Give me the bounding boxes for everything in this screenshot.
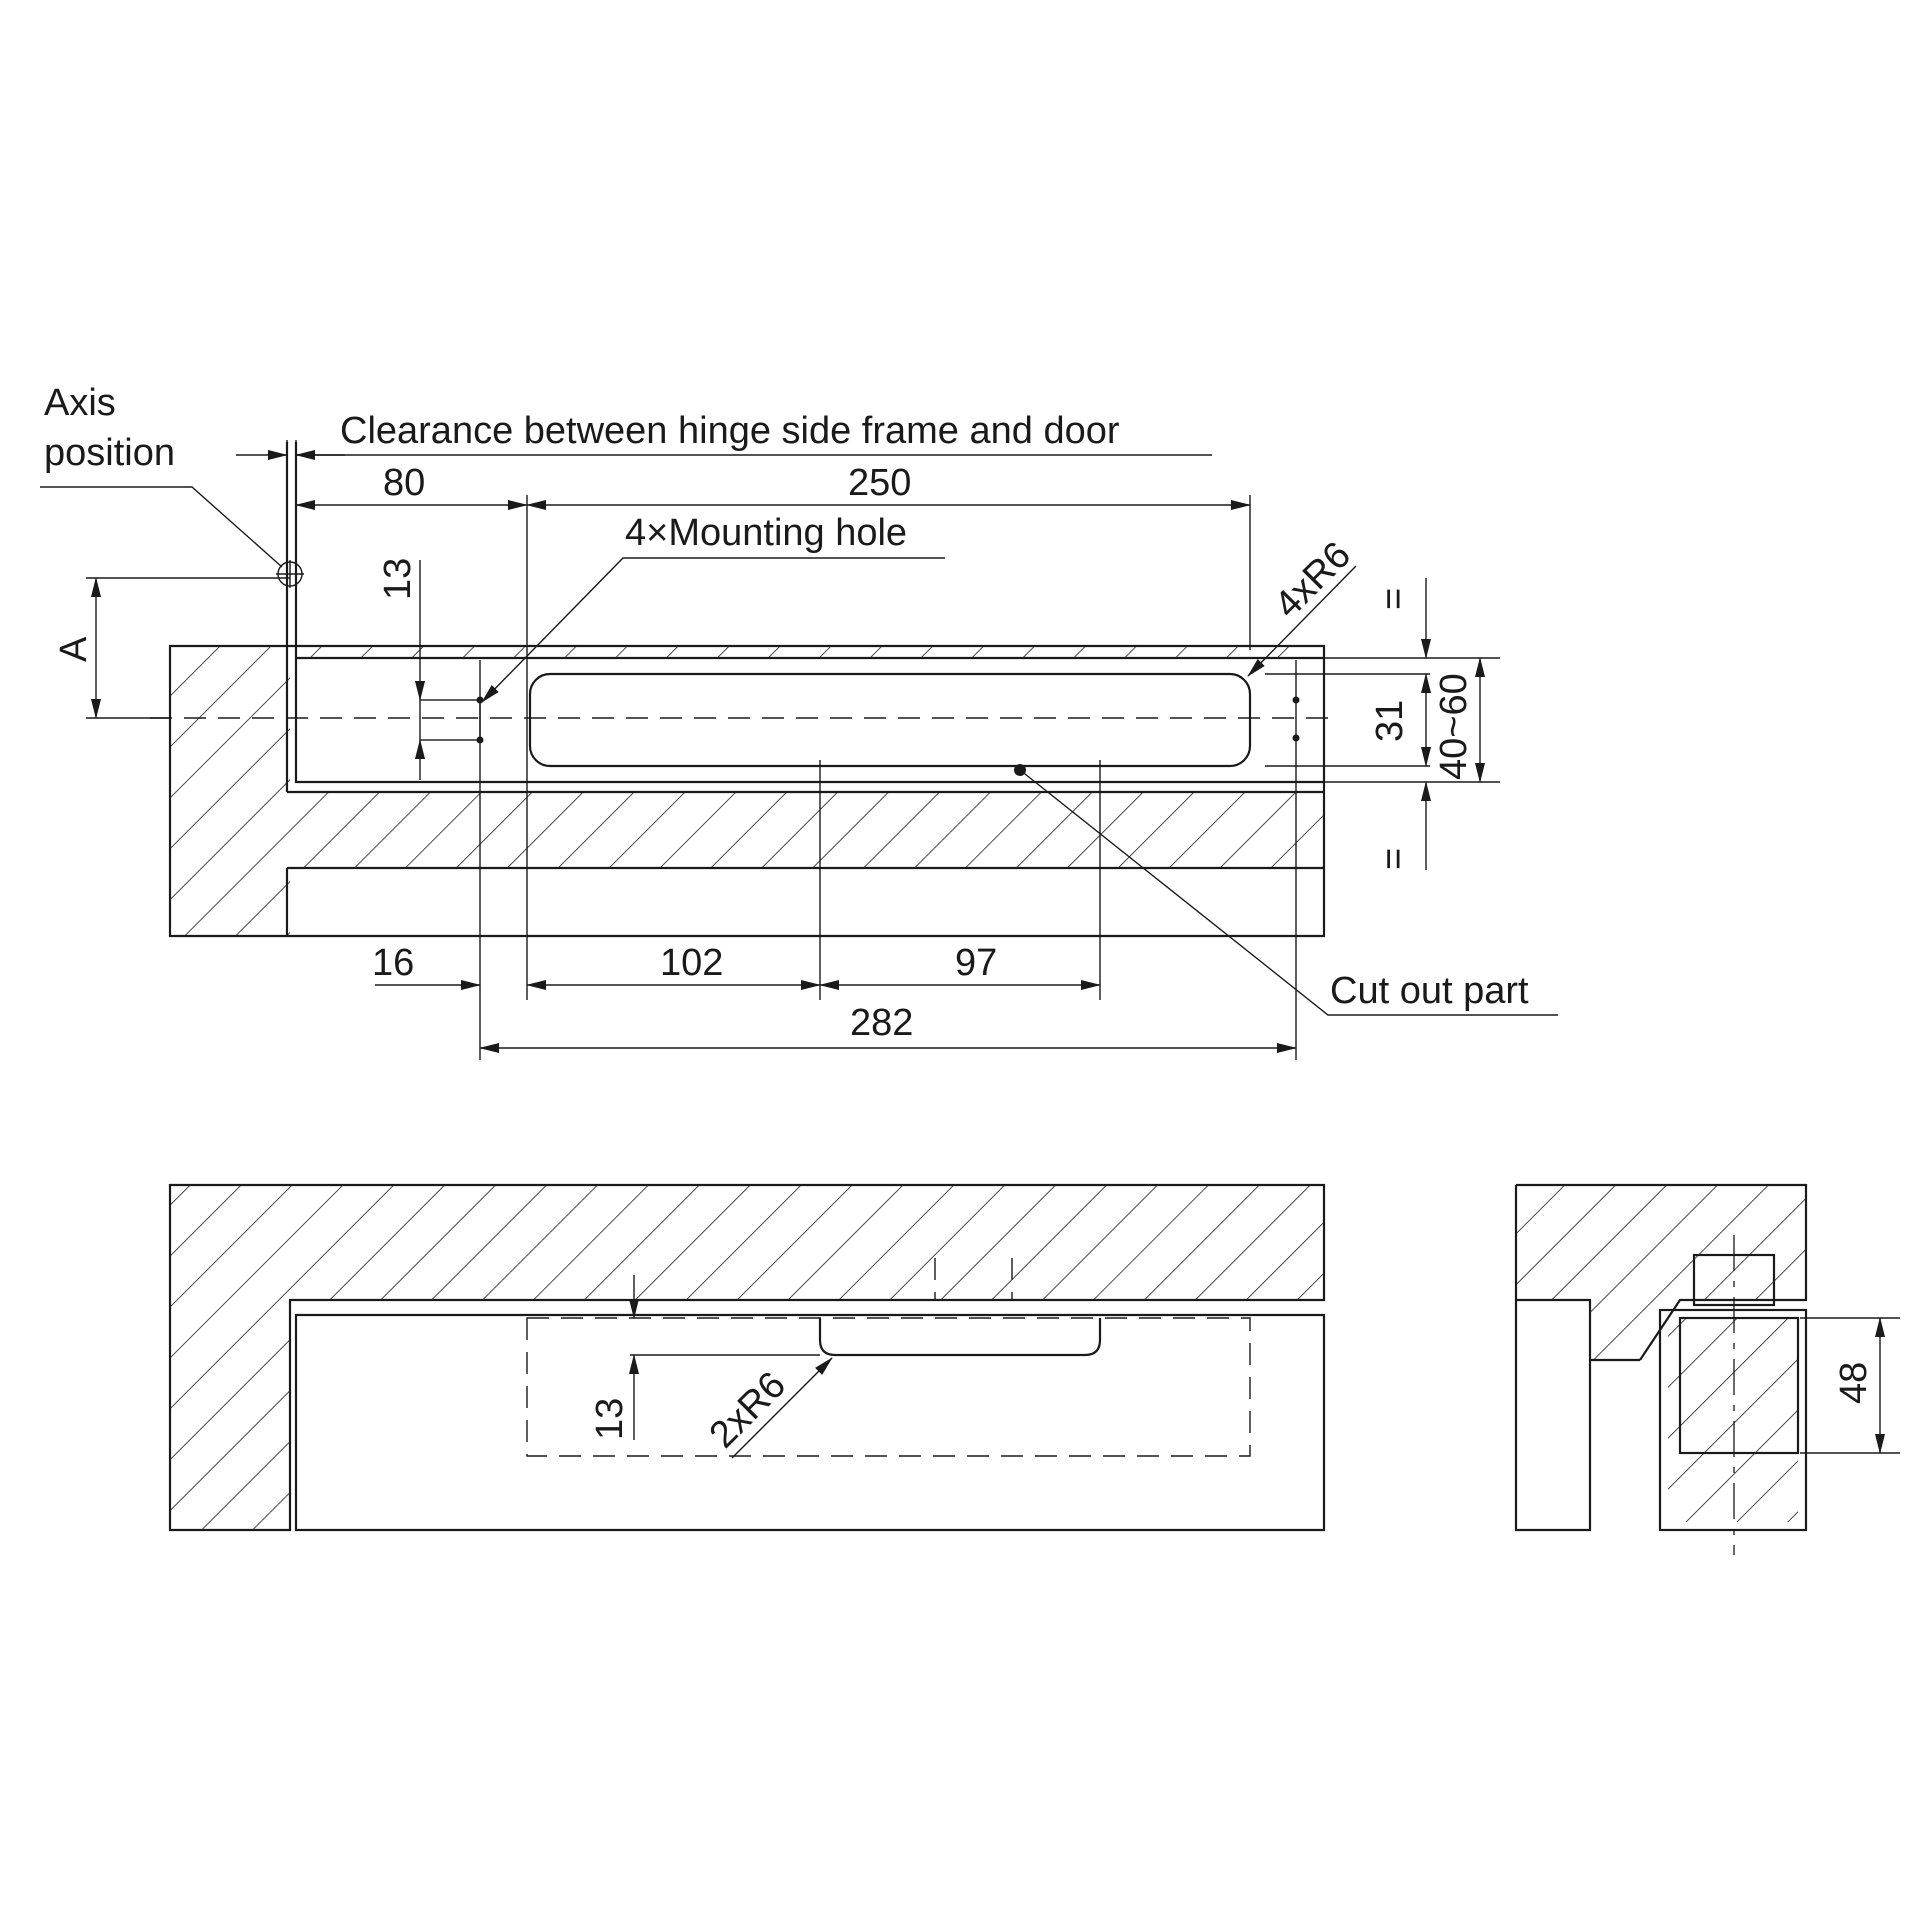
dim-102-label: 102 [660, 942, 723, 984]
axis-label-line2: position [44, 432, 175, 474]
side-door-hatch [1668, 1318, 1798, 1522]
dim-282-label: 282 [850, 1002, 913, 1044]
top-view [150, 440, 1340, 1060]
side-frame-hatch [1516, 1185, 1806, 1360]
axis-position-callout: Axis position [40, 382, 283, 568]
dim-16-label: 16 [372, 942, 414, 984]
front-recess [818, 1318, 1102, 1357]
front-view [168, 1183, 1326, 1532]
dim-48: 48 [1800, 1317, 1900, 1454]
r6-top-label: 4xR6 [1267, 534, 1359, 626]
dim-13-top: 13 [377, 558, 425, 780]
side-view [1514, 1183, 1808, 1555]
dim-250: 250 [526, 462, 1251, 510]
dim-A: A [53, 577, 290, 719]
frame-outline [168, 644, 1326, 938]
front-cutout-dashed [526, 1317, 1251, 1457]
dim-80: 80 [295, 462, 528, 510]
side-frame-outline [1514, 1183, 1808, 1532]
dim-13-bottom: 13 [589, 1275, 639, 1440]
dim-16: 16 [372, 942, 481, 990]
dim-right-stack: 31 40~60 = = [1265, 578, 1500, 870]
mounting-hole-label: 4×Mounting hole [625, 512, 907, 554]
dim-48-label: 48 [1833, 1362, 1875, 1404]
axis-label-line1: Axis [44, 382, 116, 424]
front-frame-outline [168, 1183, 1326, 1532]
equal-mark-top: = [1373, 588, 1415, 610]
r6-bottom-callout: 2xR6 [702, 1357, 833, 1459]
cut-out-callout: Cut out part [1019, 769, 1558, 1016]
dim-40-60-label: 40~60 [1433, 673, 1475, 780]
slot-outline [528, 672, 1252, 768]
cut-out-label: Cut out part [1330, 970, 1529, 1012]
dim-97: 97 [819, 942, 1101, 990]
dim-97-label: 97 [955, 942, 997, 984]
dim-13-bottom-label: 13 [589, 1398, 631, 1440]
mounting-hole-callout: 4×Mounting hole [481, 512, 945, 703]
side-closer-body [1678, 1316, 1800, 1455]
dim-282: 282 [479, 1002, 1297, 1053]
dim-80-label: 80 [383, 462, 425, 504]
dim-250-label: 250 [848, 462, 911, 504]
dim-13-top-label: 13 [377, 558, 419, 600]
dim-31-label: 31 [1369, 700, 1411, 742]
dim-102: 102 [526, 942, 821, 990]
side-door-outline [1658, 1308, 1808, 1532]
dim-A-label: A [53, 636, 95, 662]
clearance-label: Clearance between hinge side frame and d… [340, 410, 1120, 452]
dim-clearance: Clearance between hinge side frame and d… [236, 410, 1212, 460]
closer-body-outline [285, 442, 1324, 792]
equal-mark-bottom: = [1373, 848, 1415, 870]
front-frame-hatch [170, 1185, 1324, 1530]
front-door-outline [294, 1313, 1326, 1532]
